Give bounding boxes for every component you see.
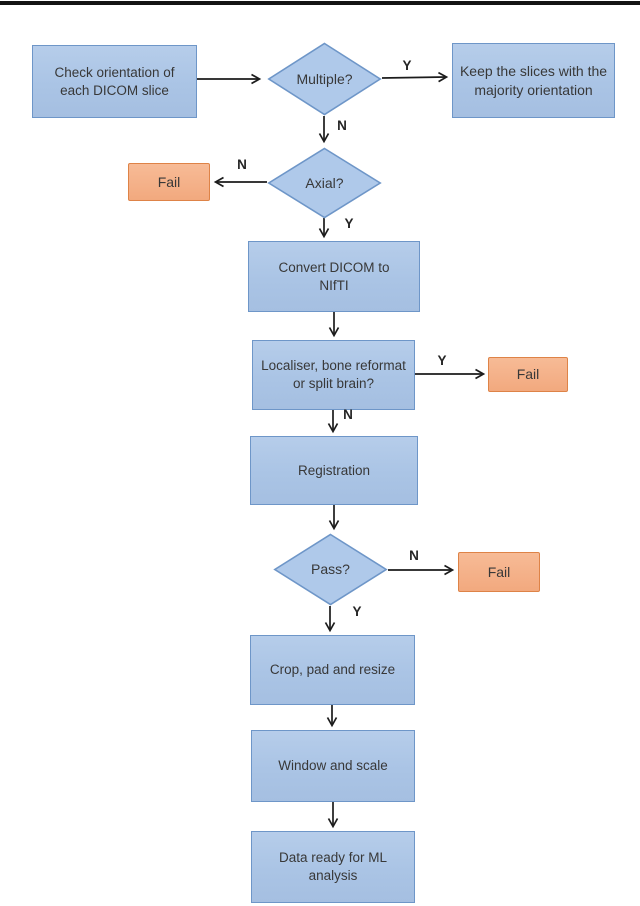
node-window-scale-label: Window and scale: [278, 758, 388, 774]
node-crop-pad-resize: Crop, pad and resize: [250, 635, 415, 705]
node-localiser-check-label: Localiser, bone reformat or split brain?: [261, 358, 406, 391]
node-crop-pad-resize-label: Crop, pad and resize: [269, 662, 396, 678]
node-fail-axial: Fail: [128, 163, 210, 201]
diamond-shape-axial: [267, 147, 382, 219]
node-decision-multiple: Multiple?: [267, 42, 382, 116]
node-convert-dicom-label: Convert DICOM to NIfTI: [278, 259, 390, 293]
diamond-shape-pass: [273, 533, 388, 606]
node-registration-label: Registration: [297, 462, 371, 478]
node-registration: Registration: [250, 436, 418, 505]
node-fail-axial-label: Fail: [157, 173, 181, 190]
node-check-orientation-label: Check orientation of each DICOM slice: [54, 64, 175, 98]
node-fail-localiser-label: Fail: [516, 366, 540, 383]
diamond-shape-multiple: [267, 42, 382, 116]
edge-label-multiple-no: N: [337, 118, 347, 133]
edge-label-localiser-yes: Y: [437, 353, 447, 368]
node-decision-axial-label: Axial?: [305, 174, 344, 191]
node-data-ready-label: Data ready for ML analysis: [278, 850, 388, 883]
edge-label-multiple-yes: Y: [402, 58, 412, 73]
node-decision-pass-label: Pass?: [311, 561, 350, 578]
node-decision-axial: Axial?: [267, 147, 382, 219]
node-decision-multiple-label: Multiple?: [296, 70, 353, 87]
edge-label-axial-no: N: [237, 157, 247, 172]
node-data-ready: Data ready for ML analysis: [251, 831, 415, 903]
node-localiser-check: Localiser, bone reformat or split brain?: [252, 340, 415, 410]
edge-label-pass-yes: Y: [352, 604, 362, 619]
edge-label-localiser-no: N: [343, 407, 353, 422]
node-keep-slices-label: Keep the slices with the majority orient…: [459, 63, 608, 98]
node-keep-slices: Keep the slices with the majority orient…: [452, 43, 615, 118]
node-decision-pass: Pass?: [273, 533, 388, 606]
edge-multiple-to-keep: [381, 71, 449, 83]
node-fail-localiser: Fail: [488, 357, 568, 392]
node-window-scale: Window and scale: [251, 730, 415, 802]
node-fail-pass-label: Fail: [487, 563, 511, 580]
edge-label-axial-yes: Y: [344, 216, 354, 231]
node-fail-pass: Fail: [458, 552, 540, 592]
figure-top-border: [0, 1, 640, 5]
edge-label-pass-no: N: [409, 548, 419, 563]
node-convert-dicom: Convert DICOM to NIfTI: [248, 241, 420, 312]
node-check-orientation: Check orientation of each DICOM slice: [32, 45, 197, 118]
